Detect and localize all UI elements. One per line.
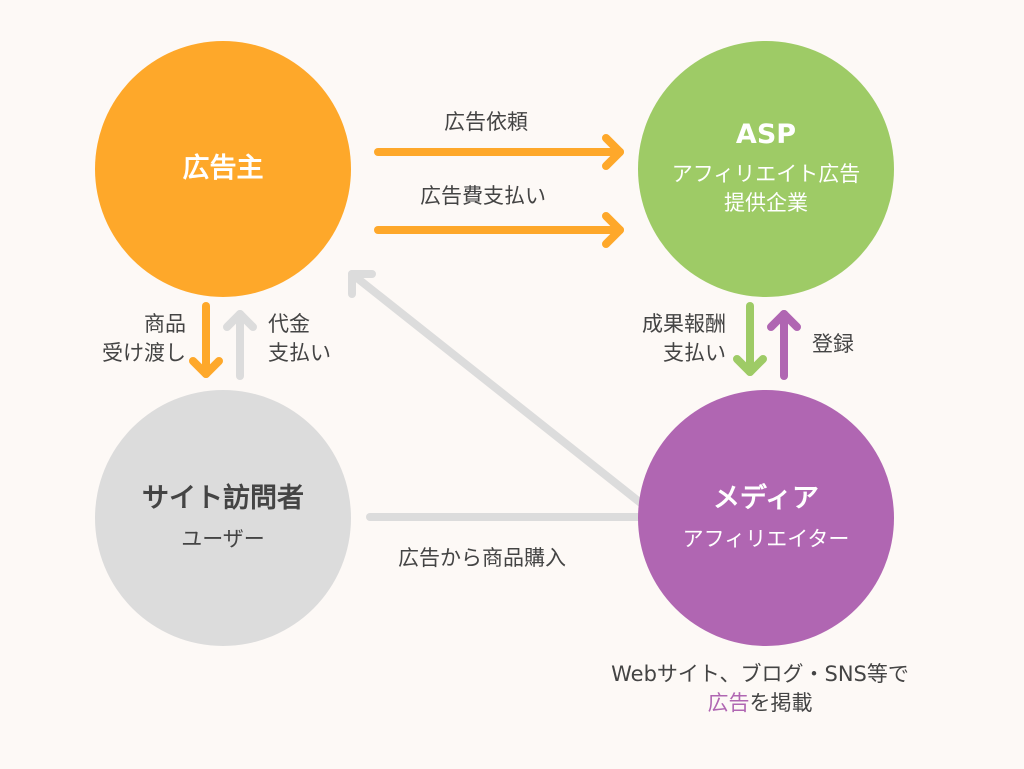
arrow-goods-delivery — [189, 302, 223, 378]
arrow-reward-payment — [733, 302, 767, 376]
node-advertiser: 広告主 — [95, 41, 351, 297]
footnote-line2: 広告を掲載 — [560, 689, 960, 718]
arrow-ad-fee-payment — [374, 212, 624, 248]
arrow-price-payment — [223, 310, 257, 380]
label-price-payment: 代金 支払い — [268, 310, 331, 369]
footnote-line1: Webサイト、ブログ・SNS等で — [611, 662, 909, 686]
node-media-sub: アフィリエイター — [682, 527, 850, 552]
label-ad-request: 広告依頼 — [444, 110, 528, 134]
node-asp-sub-line2: 提供企業 — [724, 191, 808, 216]
footnote: Webサイト、ブログ・SNS等で 広告を掲載 — [560, 660, 960, 719]
node-asp: ASP アフィリエイト広告 提供企業 — [638, 41, 894, 297]
node-visitor-sub: ユーザー — [181, 527, 265, 552]
label-ad-fee-payment: 広告費支払い — [420, 184, 546, 208]
label-goods-delivery-line2: 受け渡し — [102, 341, 186, 366]
node-visitor: サイト訪問者 ユーザー — [95, 390, 351, 646]
arrow-ad-request — [374, 134, 624, 170]
node-media: メディア アフィリエイター — [638, 390, 894, 646]
label-reward-payment-line1: 成果報酬 — [642, 312, 726, 336]
label-purchase-via-ad: 広告から商品購入 — [398, 546, 566, 570]
label-price-payment-line1: 代金 — [268, 312, 310, 336]
node-advertiser-title: 広告主 — [182, 152, 264, 184]
node-media-title: メディア — [712, 482, 820, 514]
footnote-rest: を掲載 — [749, 691, 813, 716]
node-asp-title: ASP — [735, 119, 797, 151]
label-reward-payment: 成果報酬 支払い — [604, 310, 726, 369]
label-price-payment-line2: 支払い — [268, 341, 331, 366]
node-asp-sub-line1: アフィリエイト広告 — [671, 161, 861, 186]
footnote-accent: 広告 — [707, 691, 750, 716]
label-registration: 登録 — [812, 332, 854, 356]
label-goods-delivery-line1: 商品 — [144, 312, 186, 336]
arrow-media-to-advertiser — [348, 270, 646, 508]
label-goods-delivery: 商品 受け渡し — [70, 310, 186, 369]
node-visitor-title: サイト訪問者 — [142, 482, 304, 514]
label-reward-payment-line2: 支払い — [663, 341, 726, 366]
arrow-registration — [767, 310, 801, 380]
